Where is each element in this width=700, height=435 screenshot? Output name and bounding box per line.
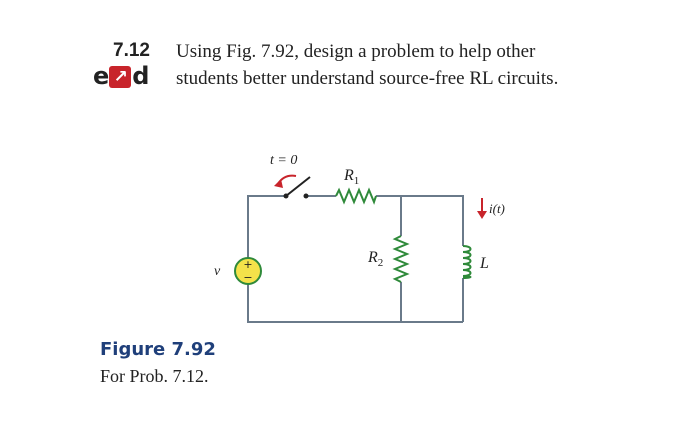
resistor-r1 [335, 187, 377, 205]
minus-sign: − [243, 271, 252, 284]
arrow-icon: ↗ [109, 66, 132, 88]
wire-left-top [247, 195, 286, 258]
current-arrow-icon [477, 198, 487, 219]
problem-text-line-1: Using Fig. 7.92, design a problem to hel… [176, 41, 536, 62]
current-label: i(t) [489, 201, 505, 216]
ead-badge: e↗d [93, 62, 149, 90]
problem-number: 7.12 [113, 40, 150, 61]
resistor-r2 [392, 235, 410, 283]
switch-time-label: t = 0 [270, 153, 297, 168]
wire-bottom [247, 284, 463, 323]
problem-text-line-2: students better understand source-free R… [176, 68, 559, 89]
inductor-l [462, 245, 472, 279]
figure-title: Figure 7.92 [100, 339, 216, 360]
switch [274, 174, 311, 199]
inductor-label: L [479, 255, 489, 272]
figure-caption: For Prob. 7.12. [100, 366, 209, 386]
wire-r1-to-node [376, 195, 464, 246]
r2-label: R2 [367, 249, 383, 269]
source-label: v [214, 264, 221, 279]
voltage-source: + − [234, 257, 262, 285]
plus-sign: + [243, 258, 252, 271]
r1-label: R1 [343, 167, 359, 187]
